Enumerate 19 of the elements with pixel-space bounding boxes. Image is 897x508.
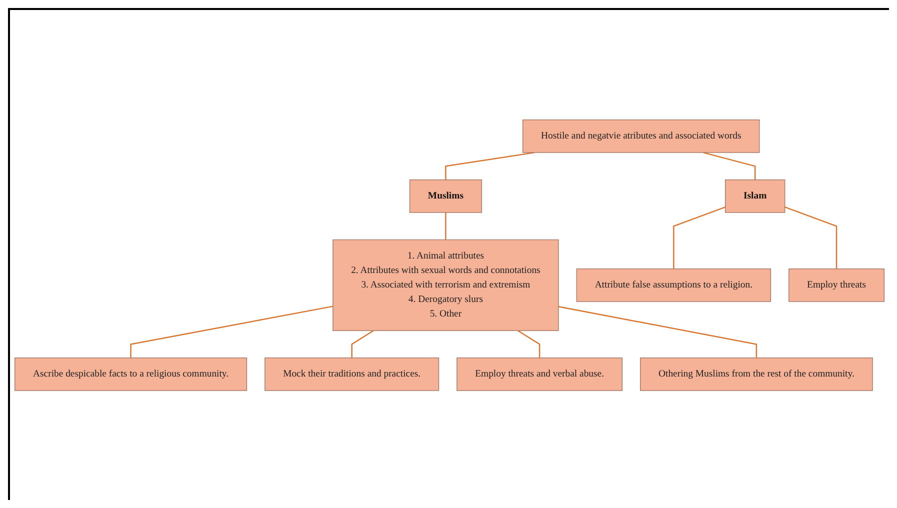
node-box: Ascribe despicable facts to a religious community. (14, 357, 248, 391)
connector (784, 206, 838, 269)
node-box: Employ threats and verbal abuse. (456, 357, 622, 391)
connector (130, 306, 334, 358)
connector (558, 306, 758, 358)
connector (445, 212, 446, 240)
node-box: Hostile and negatvie atributes and associated words (522, 119, 760, 153)
connector (445, 152, 535, 180)
node-box: Islam (725, 179, 786, 213)
node-box: Employ threats (788, 268, 884, 302)
node-box: Mock their traditions and practices. (264, 357, 440, 391)
node-box: Attribute false assumptions to a religion. (576, 268, 771, 302)
connector (673, 206, 726, 269)
node-box: Muslims (409, 179, 482, 213)
connector (703, 152, 756, 180)
connector (518, 330, 540, 358)
node-box: Othering Muslims from the rest of the community. (640, 357, 873, 391)
node-box: 1. Animal attributes 2. Attributes with sexual words and connotations 3. Associated with terrorism and extremism 4. Derogatory slurs 5. Other (332, 239, 559, 331)
connector (351, 330, 374, 358)
